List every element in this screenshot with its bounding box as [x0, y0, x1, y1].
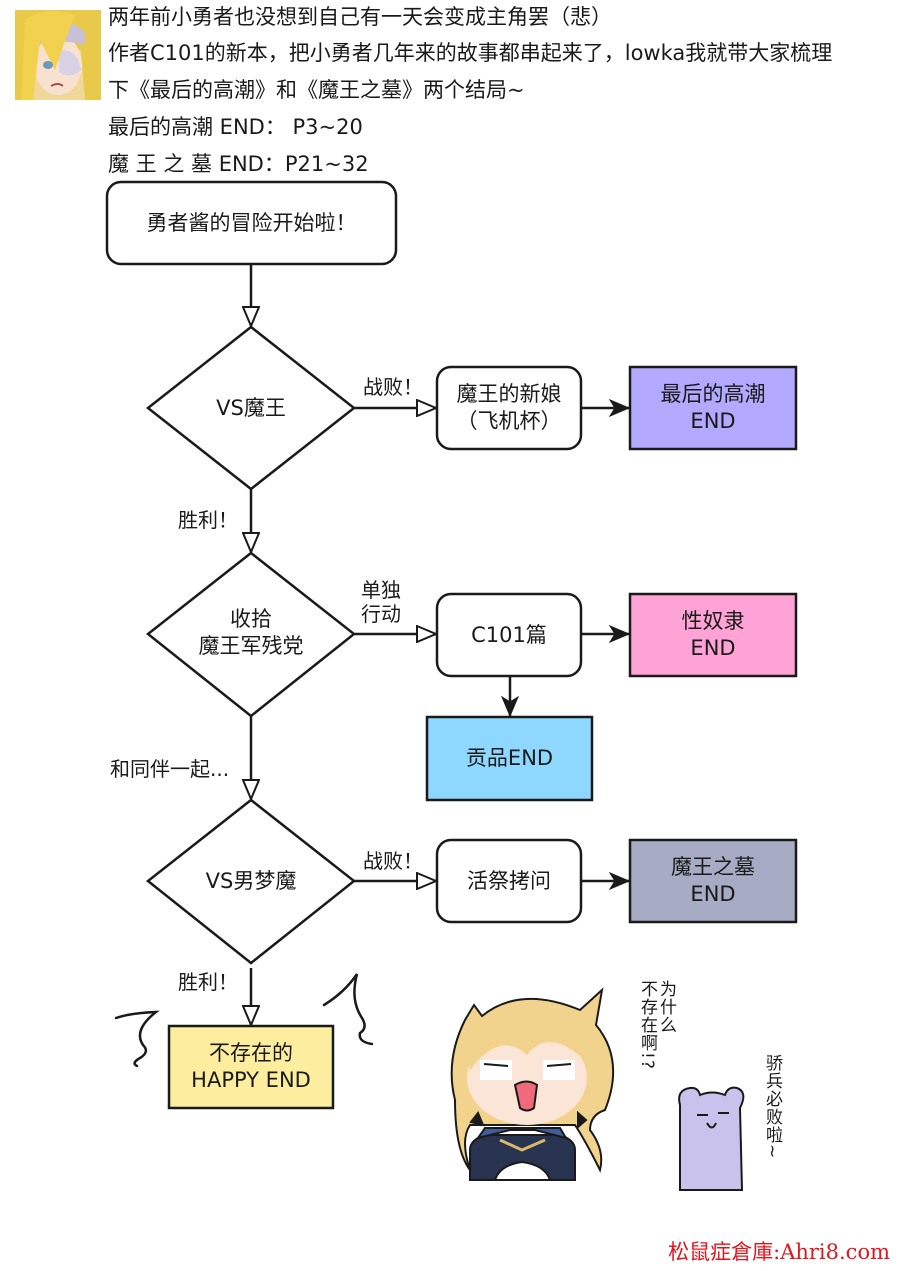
header-line-5: 魔 王 之 墓 END：P21~32 [108, 152, 369, 176]
girl-speech-col-left: 不存在啊!? [637, 980, 657, 1070]
edge-label-together: 和同伴一起... [110, 757, 230, 781]
ending-node-slave [628, 592, 798, 678]
header-line-1: 两年前小勇者也没想到自己有一天会变成主角罢（悲） [108, 5, 612, 29]
ending-label-demon-tomb: 魔王之墓 END [671, 855, 755, 906]
watermark: 松鼠症倉庫:Ahri8.com [668, 1240, 890, 1264]
creature-speech: 骄兵必败啦~ [762, 1054, 782, 1160]
ending-node-happy [167, 1024, 335, 1110]
process-label-c101: C101篇 [471, 622, 547, 647]
ending-node-demon-tomb [628, 838, 798, 924]
chibi-girl-illustration [450, 987, 615, 1181]
process-label-sacrifice: 活祭拷问 [467, 868, 551, 893]
edge-label-defeat-1: 战败！ [363, 375, 423, 399]
girl-speech-col-right: 为什么 [656, 980, 676, 1034]
header-line-2: 作者C101的新本，把小勇者几年来的故事都串起来了，lowka我就带大家梳理 [108, 41, 833, 65]
header-line-3: 下《最后的高潮》和《魔王之墓》两个结局~ [108, 78, 525, 102]
start-node-label: 勇者酱的冒险开始啦！ [146, 210, 357, 235]
process-label-bride: 魔王的新娘 （飞机杯） [456, 382, 562, 433]
edge-label-victory-1: 胜利！ [178, 508, 238, 532]
ending-label-tribute: 贡品END [465, 746, 554, 770]
edge-label-solo: 单独 行动 [361, 578, 401, 626]
shock-mark-left-icon [114, 1010, 160, 1068]
decision-node-vs-incubus [145, 798, 357, 965]
avatar-portrait-icon [15, 10, 101, 100]
edge-label-defeat-2: 战败！ [363, 849, 423, 873]
ending-label-slave: 性奴隶 END [681, 609, 745, 660]
decision-label-vs-demon-king: VS魔王 [216, 395, 286, 420]
decision-label-vs-incubus: VS男梦魔 [205, 868, 297, 893]
purple-creature-illustration [678, 1086, 745, 1191]
shock-mark-right-icon [322, 973, 374, 1046]
edge-label-victory-2: 胜利！ [178, 970, 238, 994]
header-line-4: 最后的高潮 END： P3~20 [108, 115, 363, 139]
author-avatar [15, 10, 101, 100]
ending-node-tribute [425, 715, 594, 802]
ending-label-last-climax: 最后的高潮 END [660, 382, 766, 433]
ending-node-last-climax [628, 365, 798, 451]
ending-label-happy: 不存在的 HAPPY END [191, 1041, 311, 1092]
decision-label-clean-up: 收拾 魔王军残党 [198, 607, 304, 658]
